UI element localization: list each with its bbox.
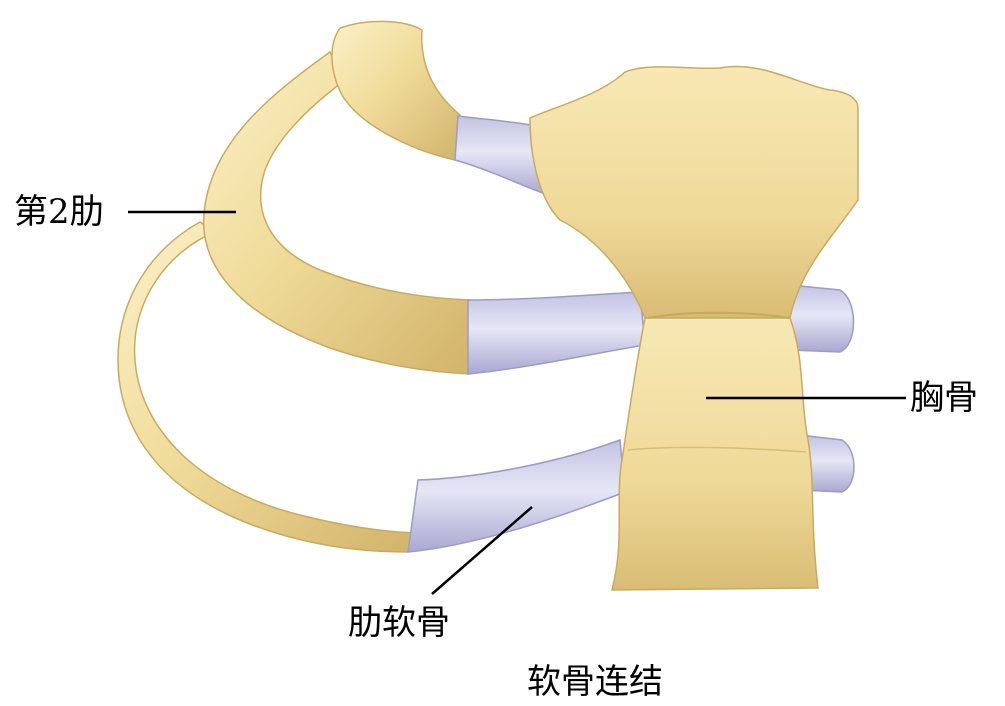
figure-caption: 软骨连结	[527, 662, 663, 702]
label-sternum: 胸骨	[910, 378, 978, 418]
lower-rib-cartilage	[408, 440, 625, 552]
label-second-rib: 第2肋	[14, 192, 104, 232]
sternal-body	[612, 318, 818, 590]
lower-rib	[118, 222, 625, 552]
right-cartilage-upper	[790, 285, 854, 352]
first-rib	[332, 21, 548, 195]
manubrium	[530, 66, 858, 318]
label-costal-cartilage: 肋软骨	[348, 603, 450, 643]
first-rib-bone	[332, 21, 460, 160]
second-rib-cartilage	[468, 292, 645, 374]
